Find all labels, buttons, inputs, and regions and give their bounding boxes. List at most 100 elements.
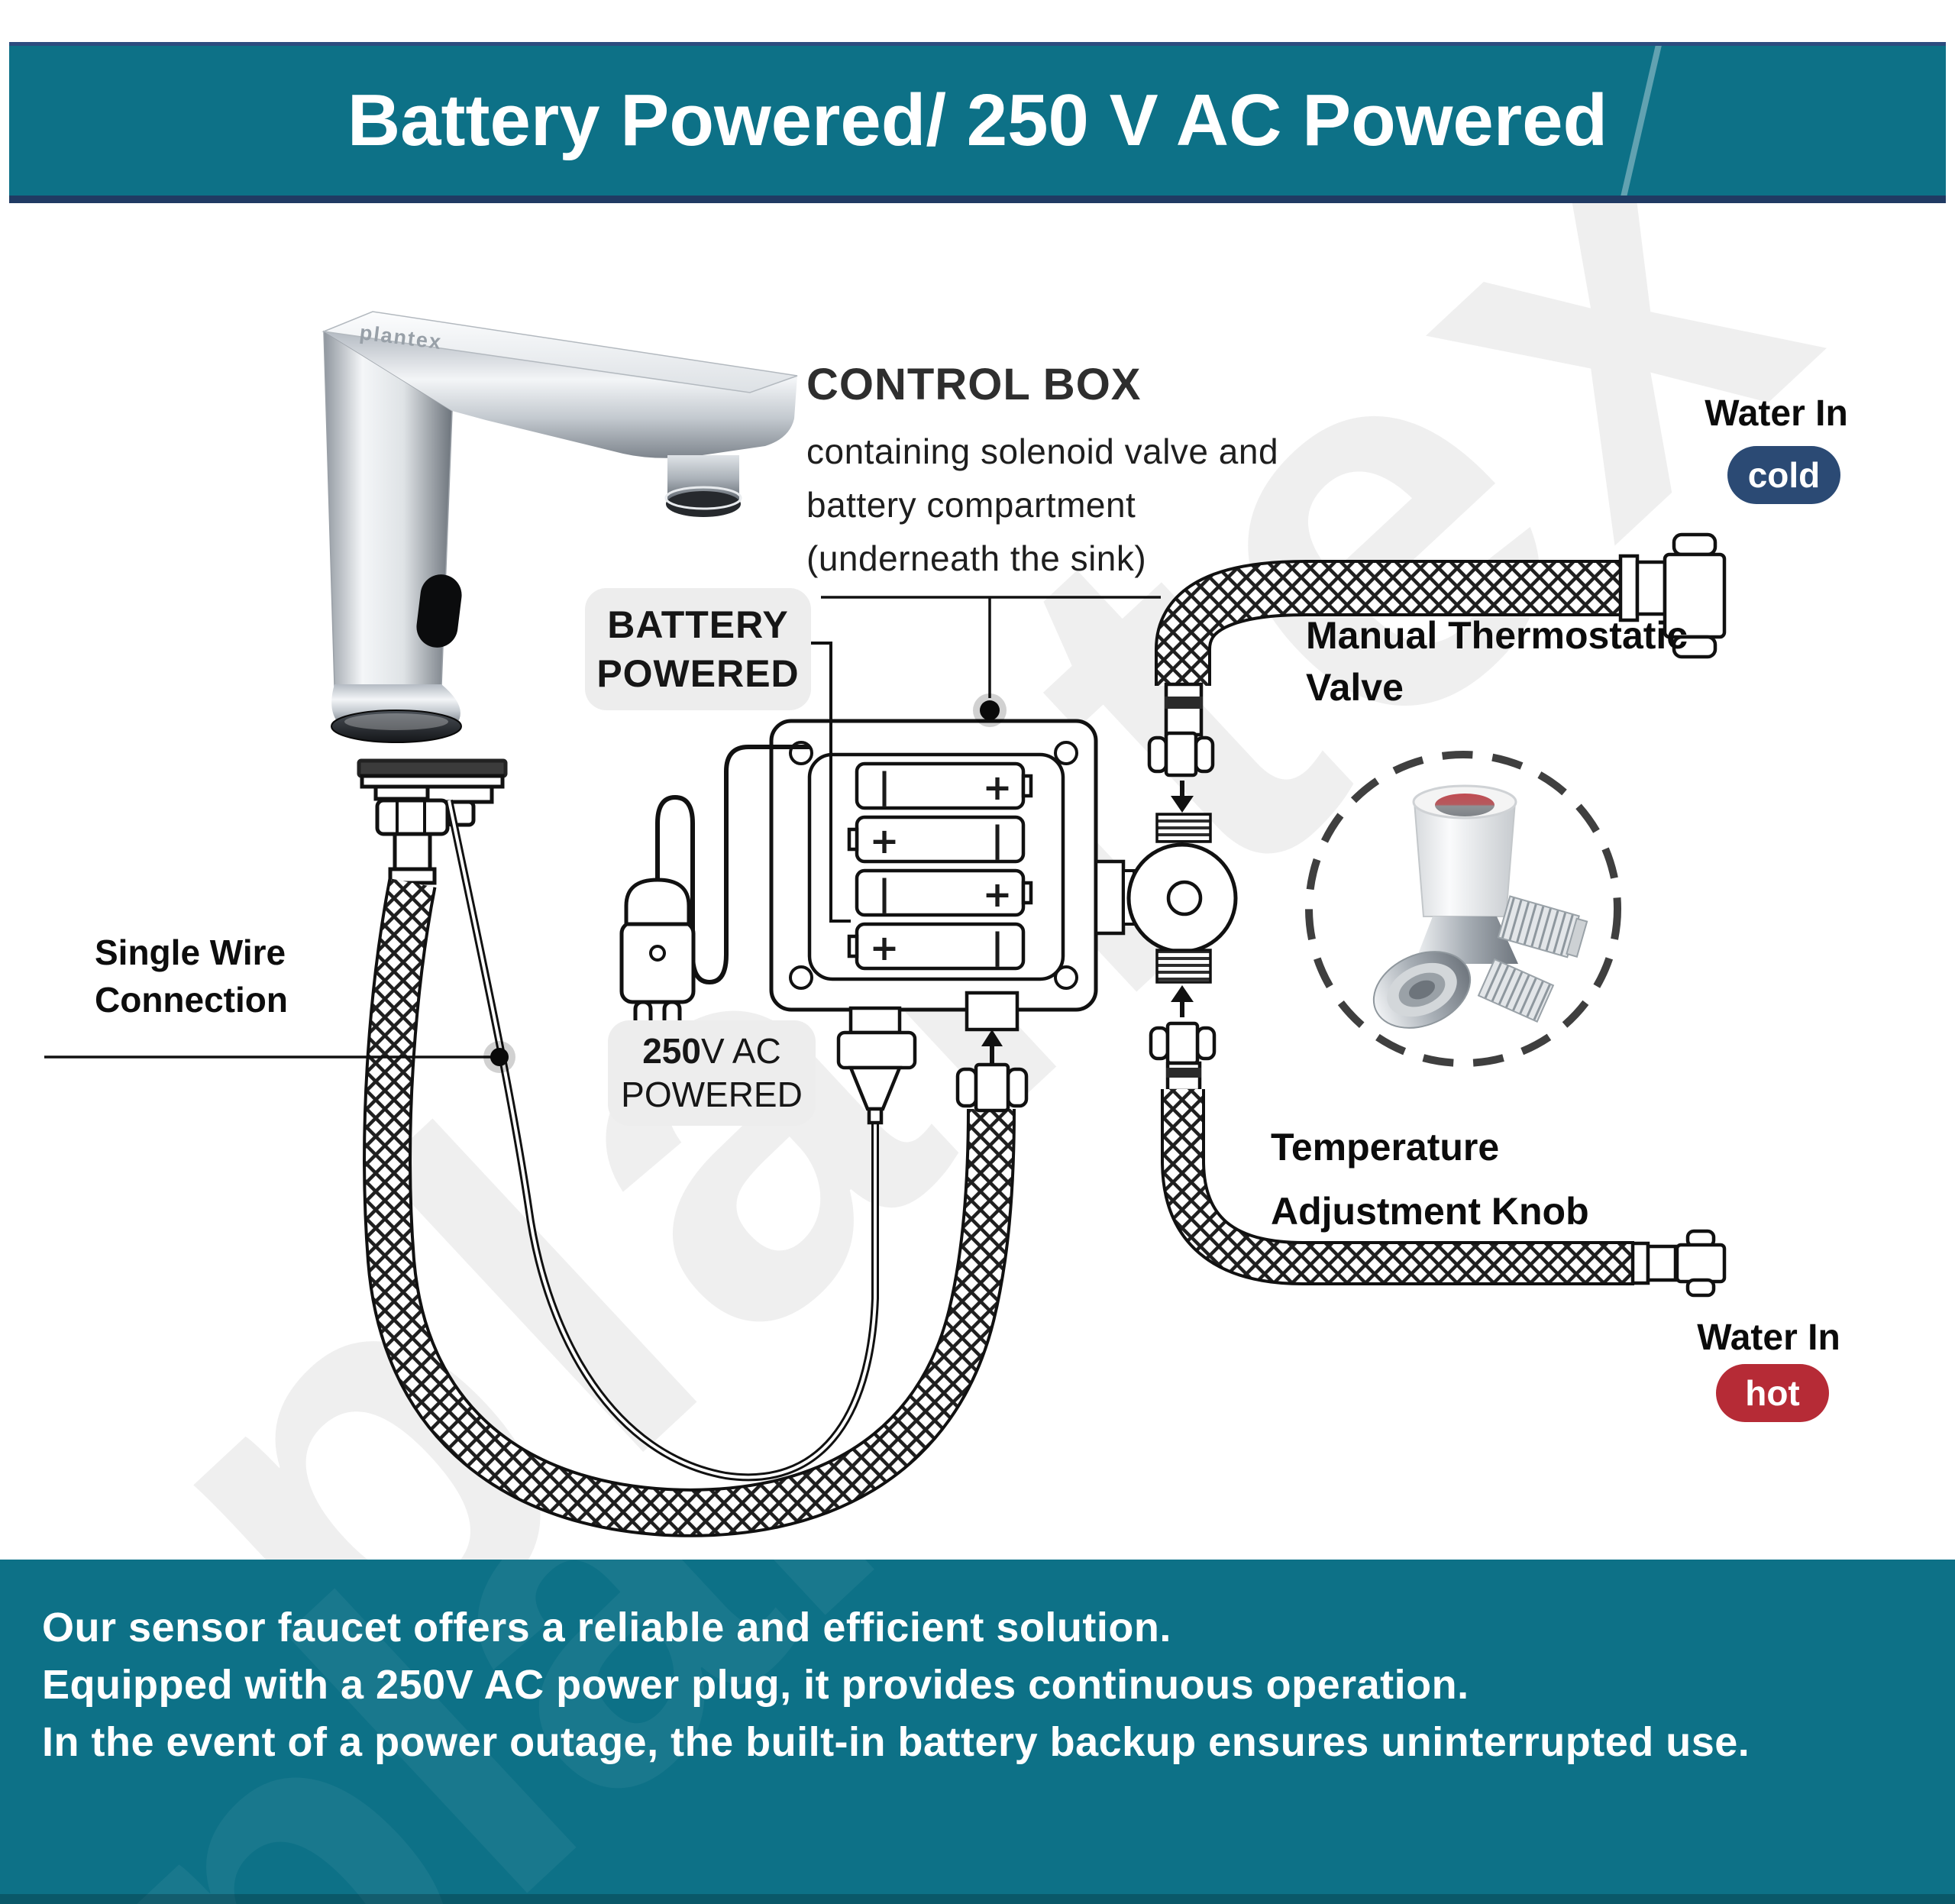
battery-3-pos: + — [983, 874, 1013, 915]
hot-badge: hot — [1716, 1364, 1829, 1422]
faucet-top-face — [322, 311, 798, 393]
control-box-dot — [980, 700, 1000, 720]
ac-powered-line2: POWERED — [621, 1075, 803, 1114]
single-wire-label: Single Wire Connection — [95, 929, 288, 1023]
battery-label-bracket — [802, 642, 851, 923]
single-wire-pointer — [44, 1041, 515, 1073]
box-sensor-port — [836, 1006, 917, 1125]
photo-valve-nut — [1372, 951, 1472, 1029]
valve-inlet-pipe — [1164, 682, 1204, 737]
faucet-base-ring — [331, 710, 462, 743]
battery-3-neg: | — [878, 872, 891, 914]
single-wire-dot — [490, 1048, 509, 1066]
temp-knob-line1: Temperature — [1271, 1126, 1500, 1169]
box-outlet-port — [965, 991, 1020, 1032]
faucet-supply-hose — [363, 878, 1016, 1537]
sensor-faucet: plantex — [322, 311, 798, 743]
control-box-desc-line1: containing solenoid valve and — [806, 432, 1279, 471]
battery-1-terminal — [1021, 774, 1033, 798]
arrow-up-icon — [1171, 985, 1194, 1002]
battery-powered-label: BATTERY POWERED — [585, 588, 811, 710]
faucet-mounting-hardware — [357, 758, 508, 885]
page-title: Battery Powered/ 250 V AC Powered — [347, 79, 1608, 161]
ac-powered-label: 250V AC POWERED — [608, 1020, 816, 1126]
manual-valve-line1: Manual Thermostatic — [1306, 614, 1688, 657]
photo-valve-red-indicator — [1435, 794, 1495, 816]
single-wire-line2: Connection — [95, 980, 288, 1020]
manual-valve-line2: Valve — [1306, 666, 1404, 709]
photo-valve-down-thread — [1477, 958, 1555, 1023]
valve-box-connector — [1094, 859, 1126, 936]
temp-knob-line2: Adjustment Knob — [1271, 1190, 1589, 1233]
faucet-spout-arm — [324, 331, 797, 458]
photo-valve-right-thread — [1497, 895, 1588, 958]
valve-bottom-threads — [1155, 949, 1212, 984]
water-in-hot-label: Water In — [1697, 1317, 1840, 1358]
batteries — [847, 761, 1033, 971]
valve-photo-inset — [1305, 751, 1621, 1067]
control-box-title: CONTROL BOX — [806, 360, 1142, 409]
footer-description: plantex Our sensor faucet offers a relia… — [0, 1560, 1955, 1904]
control-box-description: containing solenoid valve and battery co… — [806, 425, 1278, 585]
control-box-desc-line3: (underneath the sink) — [806, 538, 1147, 578]
manual-valve-label: Manual Thermostatic Valve — [1306, 609, 1688, 713]
battery-2-pos: + — [870, 820, 900, 861]
plug-dome — [624, 878, 691, 926]
battery-powered-line1: BATTERY — [607, 603, 789, 646]
single-wire-line1: Single Wire — [95, 933, 286, 972]
valve-top-threads — [1155, 813, 1212, 843]
footer-line2: Equipped with a 250V AC power plug, it p… — [42, 1662, 1469, 1708]
arrow-up-icon — [981, 1030, 1003, 1046]
temperature-knob — [1166, 880, 1203, 916]
battery-1-pos: + — [983, 767, 1013, 808]
battery-4-pos: + — [870, 927, 900, 968]
mounting-hex-nut — [375, 798, 450, 836]
ac-voltage: 250 — [642, 1031, 701, 1071]
dashed-highlight-circle — [1305, 751, 1621, 1067]
faucet-sensor-window — [416, 574, 462, 648]
plug-body — [619, 920, 696, 1004]
valve-outlet-band — [1166, 1068, 1201, 1078]
control-box-pointer — [821, 596, 1161, 727]
cold-hose-pipe — [1635, 560, 1667, 616]
box-screw-hole — [789, 965, 813, 990]
battery-4-neg: | — [991, 926, 1004, 968]
battery-powered-line2: POWERED — [596, 652, 800, 695]
faucet-aerator — [666, 491, 741, 517]
box-screw-hole — [1054, 741, 1078, 765]
battery-2-terminal — [847, 827, 859, 852]
ac-unit: V AC — [700, 1031, 781, 1071]
mounting-stem — [393, 832, 432, 871]
watermark-streak — [1608, 46, 1666, 196]
sensor-wire — [445, 799, 879, 1482]
mounting-collar-left — [373, 784, 435, 801]
battery-3-terminal — [1021, 881, 1033, 905]
footer-line3: In the event of a power outage, the buil… — [42, 1719, 1750, 1765]
power-cord — [655, 745, 809, 985]
control-box-desc-line2: battery compartment — [806, 485, 1136, 525]
cold-badge: cold — [1727, 446, 1840, 504]
thermostatic-valve-assembly — [1094, 682, 1238, 1093]
hot-water-hose — [1161, 1089, 1727, 1298]
footer-line1: Our sensor faucet offers a reliable and … — [42, 1605, 1171, 1650]
battery-1-neg: | — [878, 765, 891, 807]
hose-to-box-connection — [955, 1030, 1029, 1113]
title-banner: Battery Powered/ 250 V AC Powered — [9, 42, 1946, 203]
hot-union-nut — [1149, 1021, 1217, 1065]
cold-water-hose — [1155, 532, 1727, 686]
water-in-cold-label: Water In — [1705, 393, 1848, 434]
battery-4-terminal — [847, 934, 859, 958]
hot-hose-pipe — [1646, 1244, 1678, 1282]
valve-inlet-band — [1165, 697, 1203, 709]
footer-bottom-strip — [0, 1894, 1955, 1904]
cold-union-nut — [1147, 731, 1215, 777]
hot-hose-nut — [1675, 1243, 1727, 1284]
arrow-down-icon — [1171, 796, 1194, 813]
temp-knob-label: Temperature Adjustment Knob — [1271, 1115, 1589, 1243]
hot-hose-collar — [1630, 1241, 1650, 1285]
battery-2-neg: | — [991, 819, 1004, 861]
mounting-plate-dark — [357, 758, 508, 778]
box-screw-hole — [1054, 965, 1078, 990]
